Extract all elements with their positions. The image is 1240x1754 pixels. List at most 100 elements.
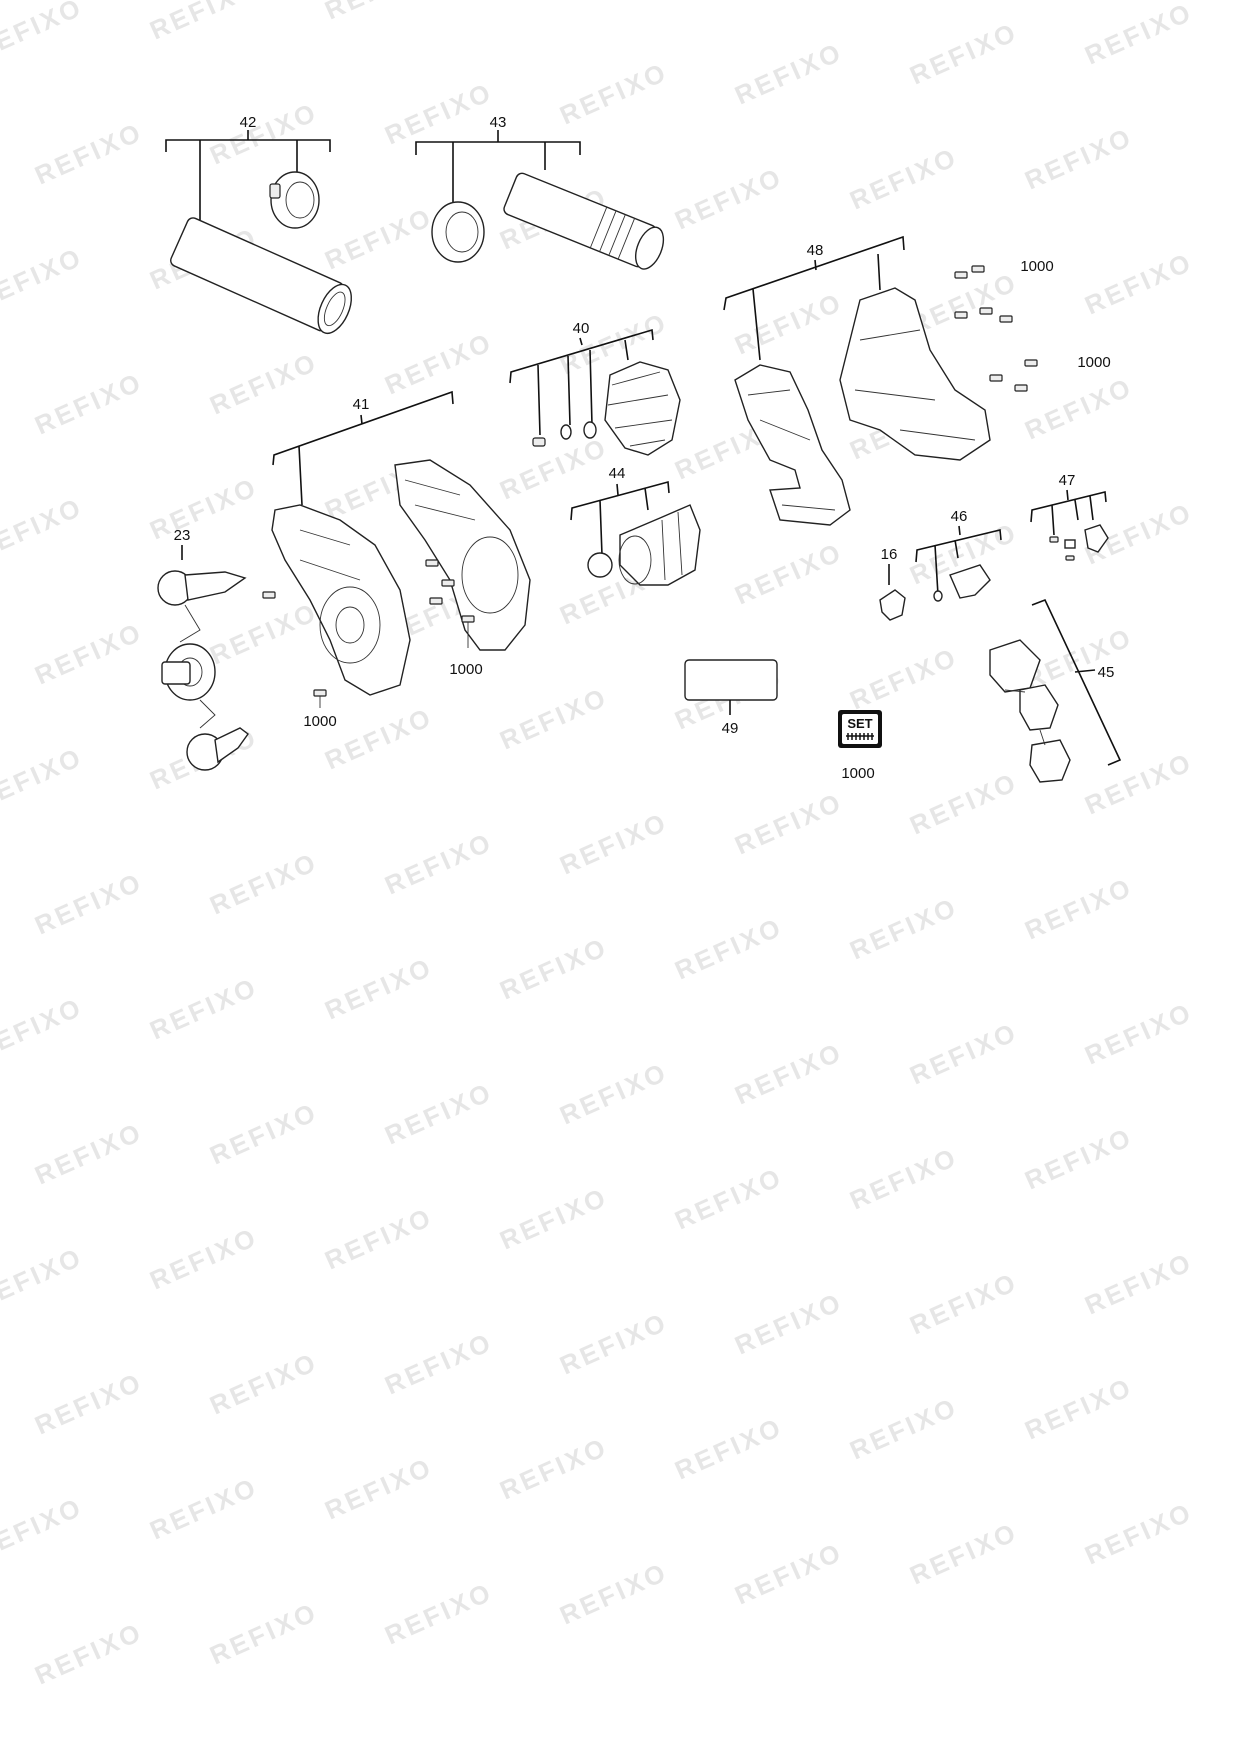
watermark-text: REFIXO [555,56,672,130]
bracket-42 [165,130,331,220]
watermark-text: REFIXO [1080,246,1197,320]
watermark-text: REFIXO [0,241,87,315]
watermark-text: REFIXO [205,1596,322,1670]
watermark-text: REFIXO [320,701,437,775]
watermark-text: REFIXO [145,1471,262,1545]
watermark-text: REFIXO [0,1491,87,1565]
part-46-group: 46 [915,508,1002,602]
watermark-text: REFIXO [845,641,962,715]
watermark-text: REFIXO [30,866,147,940]
watermark-text: REFIXO [905,1266,1022,1340]
watermark-text: REFIXO [495,931,612,1005]
callout-46: 46 [951,508,968,525]
callout-48: 48 [807,242,824,259]
watermark-text: REFIXO [0,991,87,1065]
watermark-text: REFIXO [495,1431,612,1505]
watermark-text: REFIXO [905,16,1022,90]
watermark-text: REFIXO [145,0,262,45]
watermark-text: REFIXO [1080,1246,1197,1320]
housing-screws [954,265,1038,392]
watermark-text: REFIXO [730,36,847,110]
watermark-text: REFIXO [905,1016,1022,1090]
callout-40: 40 [573,320,590,337]
watermark-text: REFIXO [845,891,962,965]
watermark-text: REFIXO [380,76,497,150]
tube-cap-ring [431,201,485,263]
callout-23: 23 [174,527,191,544]
watermark-text: REFIXO [320,201,437,275]
blower-nozzle-tube [503,172,665,270]
watermark-text: REFIXO [1080,746,1197,820]
callout-45: 45 [1098,664,1115,681]
terminal-block-middle [1019,684,1059,731]
part-48-group: 48 [723,235,991,526]
watermark-text: REFIXO [1020,371,1137,445]
blower-cover-left [271,504,411,696]
watermark-text: REFIXO [205,846,322,920]
set-badge-text: SET [847,716,872,731]
watermark-text: REFIXO [0,491,87,565]
watermark-text: REFIXO [30,366,147,440]
watermark-text: REFIXO [730,286,847,360]
callout-1000-set: 1000 [841,765,874,782]
blower-tube-long [170,217,353,335]
watermark-text: REFIXO [555,1306,672,1380]
watermark-text: REFIXO [30,1366,147,1440]
callout-1000-top: 1000 [1020,258,1053,275]
motor-bushing [587,552,613,578]
watermark-text: REFIXO [320,1451,437,1525]
switch-washer [933,590,943,602]
screw-set-badge: SET 1000 [838,710,882,782]
watermark-text: REFIXO [495,1181,612,1255]
handle-housing-half [734,364,851,526]
callout-16: 16 [881,546,898,563]
watermark-text: REFIXO [205,1096,322,1170]
watermark-text: REFIXO [555,1056,672,1130]
battery-latch [1084,524,1109,553]
bracket-46 [915,525,1002,596]
watermark-text: REFIXO [380,826,497,900]
watermark-text: REFIXO [0,741,87,815]
part-40-group: 40 [509,320,681,456]
rating-label-plate [684,659,778,701]
watermark-text: REFIXO [380,1076,497,1150]
watermark-text: REFIXO [205,346,322,420]
watermark-text: REFIXO [670,1161,787,1235]
watermark-text: REFIXO [495,681,612,755]
watermark-text: REFIXO [1080,1496,1197,1570]
callout-44: 44 [609,465,626,482]
fan-washer-1 [560,424,572,440]
watermark-text: REFIXO [205,596,322,670]
callout-1000-bottom: 1000 [303,713,336,730]
electric-motor [618,504,701,586]
watermark-text: REFIXO [320,0,437,25]
callout-42: 42 [240,114,257,131]
bracket-45 [1031,598,1122,766]
screw-set-icon [846,733,874,740]
watermark-text: REFIXO [30,116,147,190]
callout-1000-cover: 1000 [449,661,482,678]
watermark-text: REFIXO [905,766,1022,840]
callout-41: 41 [353,396,370,413]
nozzle-adapter-top [157,570,247,606]
watermark-text: REFIXO [555,806,672,880]
watermark-text: REFIXO [145,1221,262,1295]
watermark-text: REFIXO [845,141,962,215]
part-47-group: 47 [1030,472,1109,561]
bracket-40 [509,328,654,436]
watermark-text: REFIXO [320,1201,437,1275]
callout-1000-right: 1000 [1077,354,1110,371]
part-45-group: 45 [989,598,1122,783]
part-23-group: 23 [157,527,249,771]
watermark-text: REFIXO [670,911,787,985]
fan-washer-2 [583,421,597,439]
on-off-switch [949,564,991,599]
part-42-group: 42 [165,114,353,335]
watermark-text: REFIXO [730,786,847,860]
nozzle-adapter-middle [161,643,216,701]
watermark-text: REFIXO [905,1516,1022,1590]
callout-49: 49 [722,720,739,737]
watermark-text: REFIXO [670,1411,787,1485]
bracket-41 [272,390,454,506]
